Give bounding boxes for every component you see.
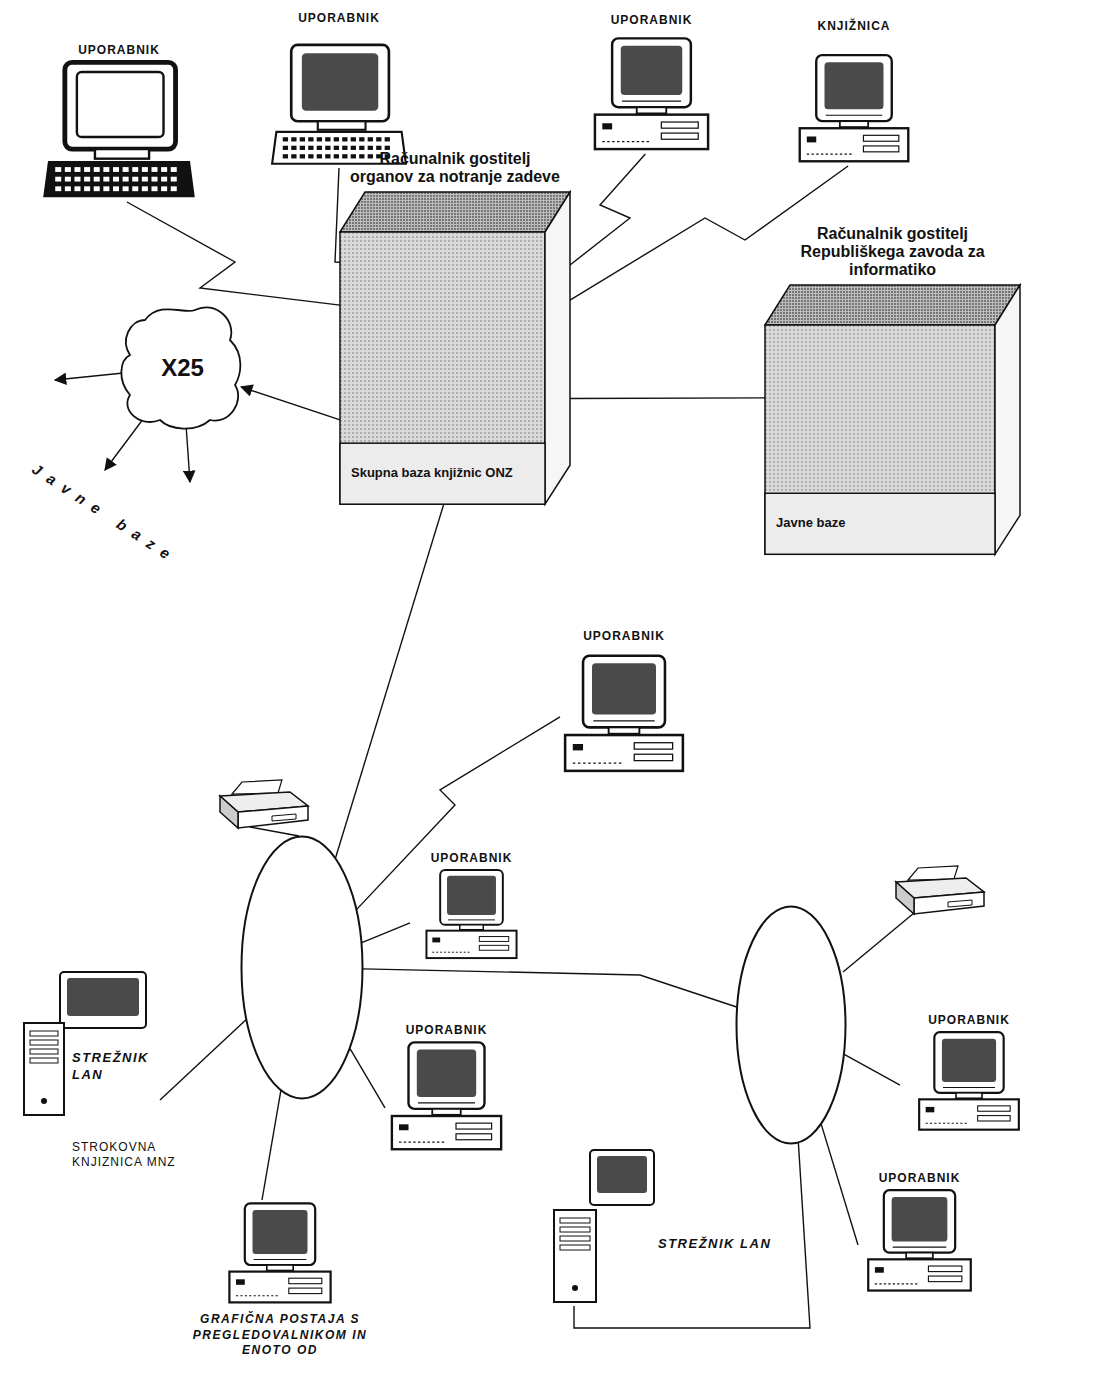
host-title: Računalnik gostitelj Republiškega zavoda…: [765, 225, 1020, 279]
network-link: [844, 1054, 900, 1085]
database-label: Skupna baza knjižnic ONZ: [341, 444, 544, 502]
annotation: STROKOVNA KNJIZNICA MNZ: [72, 1140, 182, 1170]
device-label: UPORABNIK: [560, 628, 688, 644]
device-label: UPORABNIK: [900, 1012, 1038, 1028]
printer-cable: [843, 913, 914, 972]
device-label: UPORABNIK: [270, 10, 408, 26]
lan-server: STREŽNIK LAN: [20, 968, 160, 1118]
user-pc: UPORABNIK: [590, 12, 713, 154]
device-label: UPORABNIK: [40, 42, 198, 58]
network-link: [570, 166, 848, 300]
network-link: [570, 154, 645, 265]
user-pc: UPORABNIK: [858, 1170, 981, 1295]
user-pc: UPORABNIK: [385, 1022, 508, 1154]
user-pc: UPORABNIK: [560, 628, 688, 776]
terminal-icon: [40, 60, 198, 202]
device-label: KNJIŽNICA: [795, 18, 913, 34]
host-title: Računalnik gostitelj organov za notranje…: [340, 150, 570, 186]
pc-icon: [900, 1030, 1038, 1134]
ring-icon: [240, 835, 364, 1100]
graphics-station: GRAFIČNA POSTAJA S PREGLEDOVALNIKOM IN E…: [180, 1200, 380, 1365]
server-icon: [20, 968, 160, 1118]
lan-ring: [240, 835, 364, 1100]
terminal-icon: [270, 28, 408, 168]
network-link: [363, 969, 737, 1007]
network-link: [570, 397, 765, 399]
lan-ring: [735, 905, 847, 1145]
printer-icon: [220, 780, 308, 828]
lan-server: STREŽNIK LAN: [550, 1148, 790, 1306]
station-icon: [225, 1200, 335, 1308]
station-label: GRAFIČNA POSTAJA S PREGLEDOVALNIKOM IN E…: [180, 1312, 380, 1359]
device-label: UPORABNIK: [590, 12, 713, 28]
device-label: UPORABNIK: [385, 1022, 508, 1038]
pc-icon: [795, 36, 913, 166]
library-pc: KNJIŽNICA: [795, 18, 913, 166]
network-link: [362, 923, 410, 943]
user-pc: UPORABNIK: [900, 1012, 1038, 1134]
server-icon: [550, 1148, 790, 1306]
network-link: [160, 1020, 246, 1100]
printer-cable: [250, 827, 299, 836]
user-pc: UPORABNIK: [410, 850, 533, 962]
curved-label: Javne baze: [21, 455, 190, 573]
network-link: [336, 505, 444, 858]
network-label: X25: [161, 354, 204, 382]
user-terminal: UPORABNIK: [40, 42, 198, 202]
network-link: [127, 202, 340, 305]
network-link: [821, 1124, 858, 1245]
pc-icon: [590, 30, 713, 154]
host-computer: Računalnik gostitelj Republiškega zavoda…: [765, 225, 1020, 555]
server-label: STREŽNIK LAN: [72, 1050, 156, 1084]
network-link: [241, 387, 340, 420]
pc-icon: [385, 1040, 508, 1154]
x25-network: X25: [115, 300, 250, 435]
pc-icon: [858, 1188, 981, 1295]
database-label: Javne baze: [766, 494, 994, 552]
server-label: STREŽNIK LAN: [658, 1236, 788, 1253]
user-terminal: UPORABNIK: [270, 10, 408, 168]
network-link: [350, 1049, 385, 1108]
device-label: UPORABNIK: [410, 850, 533, 866]
pc-icon: [410, 868, 533, 962]
host-computer: Računalnik gostitelj organov za notranje…: [340, 150, 570, 505]
pc-icon: [560, 646, 688, 776]
printer-icon: [896, 866, 984, 914]
ring-icon: [735, 905, 847, 1145]
network-link: [262, 1091, 281, 1200]
network-link: [574, 1143, 810, 1328]
device-label: UPORABNIK: [858, 1170, 981, 1186]
